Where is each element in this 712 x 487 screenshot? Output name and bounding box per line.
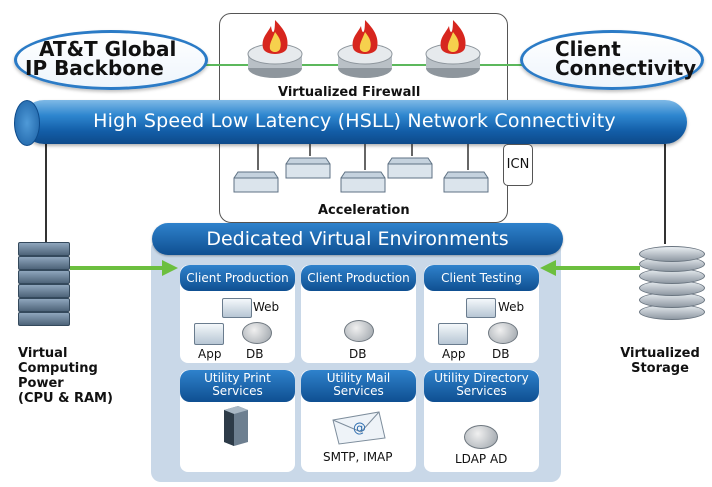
appliance-icon xyxy=(443,171,489,193)
left-compute-line xyxy=(45,144,47,244)
client-connectivity-line1: Client xyxy=(555,37,621,61)
db-disk-icon xyxy=(488,322,518,344)
left-label-line3: Power xyxy=(18,376,64,391)
card-title: Client Production xyxy=(180,265,295,291)
client-testing-card: Client Testing Web App DB xyxy=(424,265,539,363)
virtual-computing-power-label: Virtual Computing Power (CPU & RAM) xyxy=(18,346,113,406)
appliance-icon xyxy=(340,171,386,193)
acceleration-appliances xyxy=(233,144,489,193)
left-label-line2: Computing xyxy=(18,361,98,376)
card-title: Client Testing xyxy=(424,265,539,291)
card-title-line1: Utility Mail xyxy=(326,371,391,385)
att-backbone-line2: IP Backbone xyxy=(25,56,164,80)
app-label: App xyxy=(198,347,222,361)
web-label: Web xyxy=(253,300,280,314)
virtualized-firewall-label: Virtualized Firewall xyxy=(278,85,421,100)
utility-print-card: Utility Print Services xyxy=(180,370,295,472)
card-title: Utility Mail Services xyxy=(301,370,416,402)
db-label: DB xyxy=(492,347,510,361)
card-title: Utility Print Services xyxy=(180,370,295,402)
card-title-line1: Utility Directory xyxy=(434,371,529,385)
compute-arrow xyxy=(70,260,178,276)
acceleration-label: Acceleration xyxy=(318,203,410,218)
client-production-card-1: Client Production Web App DB xyxy=(180,265,295,363)
web-server-icon xyxy=(222,298,252,318)
right-storage-line xyxy=(664,144,666,244)
mail-protocols-label: SMTP, IMAP xyxy=(323,450,393,464)
card-title-line2: Services xyxy=(212,384,263,398)
storage-arrow xyxy=(540,260,640,276)
db-label: DB xyxy=(349,347,367,361)
att-backbone-bubble: AT&T Global IP Backbone xyxy=(14,30,208,90)
pipe-end-cap xyxy=(14,100,40,146)
app-label: App xyxy=(442,347,466,361)
client-connectivity-bubble: Client Connectivity xyxy=(520,30,704,90)
web-label: Web xyxy=(498,300,525,314)
firewall-icon xyxy=(425,20,481,78)
virtualized-storage-label: Virtualized Storage xyxy=(612,346,708,376)
email-envelope-icon: @ xyxy=(332,411,386,445)
svg-text:@: @ xyxy=(353,421,366,436)
app-server-icon xyxy=(194,323,224,345)
dedicated-environments-title: Dedicated Virtual Environments xyxy=(152,223,563,255)
card-title: Client Production xyxy=(301,265,416,291)
left-label-line1: Virtual xyxy=(18,346,68,361)
firewall-icon xyxy=(247,20,303,78)
hsll-network-label: High Speed Low Latency (HSLL) Network Co… xyxy=(93,110,616,132)
ldap-label: LDAP AD xyxy=(455,452,508,466)
right-label-line2: Storage xyxy=(631,361,689,376)
att-backbone-line1: AT&T Global xyxy=(39,37,177,61)
appliance-icon xyxy=(233,171,279,193)
card-title-line1: Utility Print xyxy=(204,371,271,385)
ldap-disk-icon xyxy=(464,425,498,449)
icn-box: ICN xyxy=(503,144,533,186)
client-production-card-2: Client Production DB xyxy=(301,265,416,363)
appliance-icon xyxy=(285,157,331,179)
hsll-network-pipe xyxy=(22,100,687,144)
db-label: DB xyxy=(246,347,264,361)
utility-mail-card: Utility Mail Services @ SMTP, IMAP xyxy=(301,370,416,472)
web-server-icon xyxy=(466,298,496,318)
appliance-icon xyxy=(387,157,433,179)
firewall-icons xyxy=(247,20,481,78)
db-disk-icon xyxy=(344,320,374,342)
card-title-line2: Services xyxy=(333,384,384,398)
card-title-line2: Services xyxy=(456,384,507,398)
client-connectivity-line2: Connectivity xyxy=(555,56,697,80)
utility-directory-card: Utility Directory Services LDAP AD xyxy=(424,370,539,472)
left-label-line4: (CPU & RAM) xyxy=(18,391,113,406)
print-server-icon xyxy=(224,406,248,446)
card-title: Utility Directory Services xyxy=(424,370,539,402)
right-label-line1: Virtualized xyxy=(620,346,700,361)
firewall-icon xyxy=(337,20,393,78)
app-server-icon xyxy=(438,323,468,345)
db-disk-icon xyxy=(242,322,272,344)
